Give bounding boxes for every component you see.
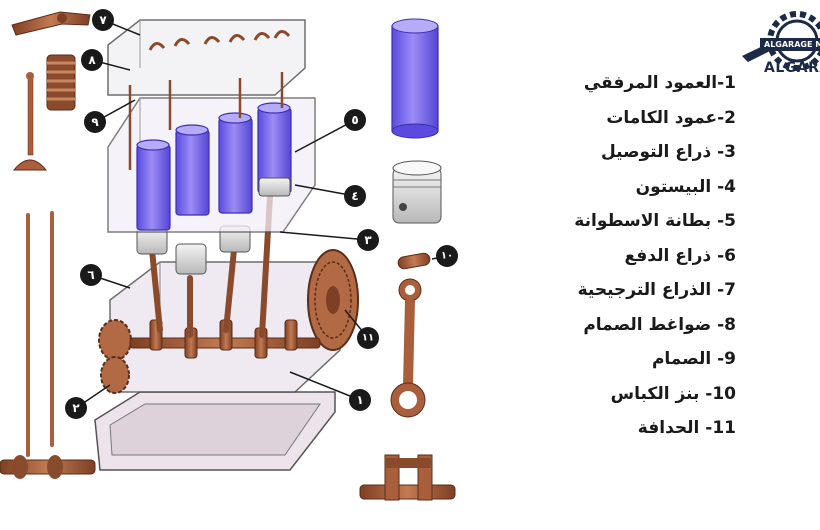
svg-text:١٠: ١٠ — [441, 251, 453, 262]
brand-logo: ALGARAGE MA ALGARA — [742, 6, 820, 82]
piston-part — [392, 160, 442, 224]
callout-7: ٧ — [92, 9, 114, 31]
rocker-arms-on-head — [148, 30, 291, 51]
svg-text:٢: ٢ — [72, 401, 80, 415]
flywheel — [307, 249, 359, 351]
svg-text:٦: ٦ — [87, 268, 94, 282]
parts-legend: 1-العمود المرفقي 2-عمود الكامات 3- ذراع … — [574, 66, 736, 446]
callout-10: ١٠ — [436, 245, 458, 267]
crankshaft-part — [359, 454, 456, 501]
camshaft-part — [0, 455, 96, 479]
callout-8: ٨ — [81, 49, 103, 71]
connecting-rod-part — [390, 278, 426, 418]
cylinder-liner-part — [391, 18, 439, 139]
svg-text:٣: ٣ — [364, 233, 372, 247]
pistons-top — [258, 177, 291, 197]
svg-text:١١: ١١ — [362, 333, 374, 344]
cylinder-liners — [136, 102, 292, 231]
cylinder-head — [107, 19, 306, 96]
legend-item-rocker-arm: 7- الذراع الترجيحية — [577, 280, 736, 300]
engine-exploded-diagram: ١ ٢ ٣ ٤ ٥ ٦ ٧ ٨ ٩ ١٠ ١١ — [0, 9, 458, 501]
callout-9: ٩ — [84, 111, 106, 133]
legend-item-cylinder-liner: 5- بطانة الاسطوانة — [574, 211, 736, 231]
legend-item-push-rod: 6- ذراع الدفع — [624, 245, 736, 266]
leader-lines — [75, 19, 448, 409]
legend-item-valve: 9- الصمام — [651, 349, 736, 369]
oil-pan — [94, 391, 336, 471]
legend-item-connecting-rod: 3- ذراع التوصيل — [600, 142, 736, 162]
callout-4: ٤ — [344, 185, 366, 207]
svg-text:٧: ٧ — [99, 13, 107, 27]
callout-markers: ١ ٢ ٣ ٤ ٥ ٦ ٧ ٨ ٩ ١٠ ١١ — [65, 9, 458, 419]
legend-item-camshaft: 2-عمود الكامات — [606, 107, 736, 128]
logo-wordmark: ALGARA — [764, 60, 820, 76]
svg-text:١: ١ — [356, 393, 363, 407]
valve-part — [12, 72, 48, 171]
legend-item-crankshaft: 1-العمود المرفقي — [583, 73, 736, 93]
svg-text:٩: ٩ — [91, 115, 99, 129]
callout-2: ٢ — [65, 397, 87, 419]
push-rod-parts — [26, 211, 54, 457]
legend-item-flywheel: 11- الحدافة — [637, 418, 736, 438]
callout-1: ١ — [349, 389, 371, 411]
rocker-arm-part — [11, 11, 91, 36]
legend-item-valve-spring: 8- ضواغط الصمام — [583, 314, 736, 335]
svg-text:٥: ٥ — [351, 113, 358, 127]
callout-11: ١١ — [357, 327, 379, 349]
legend-item-piston-pin: 10- بنز الكباس — [610, 383, 736, 404]
logo-banner: ALGARAGE MA — [760, 38, 820, 51]
callout-5: ٥ — [344, 109, 366, 131]
svg-text:٨: ٨ — [88, 53, 96, 67]
svg-text:٤: ٤ — [351, 189, 358, 203]
callout-3: ٣ — [357, 229, 379, 251]
callout-6: ٦ — [80, 264, 102, 286]
valve-spring-part — [46, 54, 76, 111]
piston-pin-part — [397, 252, 431, 270]
push-rods-in-block — [128, 72, 284, 170]
legend-item-piston: 4- البيستون — [635, 176, 736, 197]
